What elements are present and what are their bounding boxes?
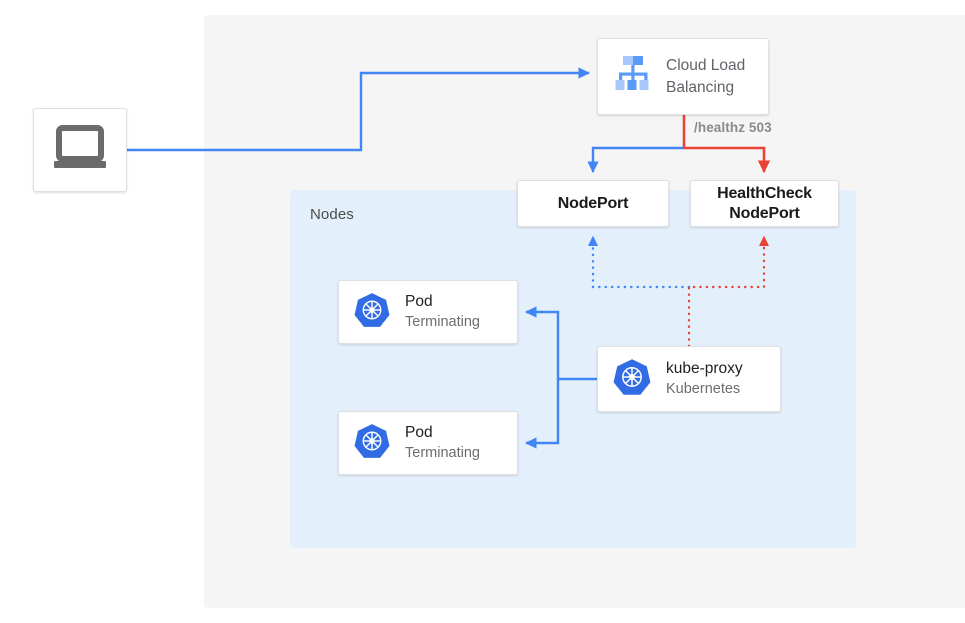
laptop-icon	[52, 124, 108, 176]
nodeport-card[interactable]: NodePort	[517, 180, 669, 227]
healthz-503-label: /healthz 503	[694, 120, 772, 135]
pod-terminating-2-card[interactable]: Pod Terminating	[338, 411, 518, 475]
cloud-load-balancing-label-line2: Balancing	[666, 78, 735, 96]
kube-proxy-title: kube-proxy	[666, 360, 743, 377]
healthcheck-nodeport-label: HealthCheck NodePort	[717, 184, 812, 224]
pod-terminating-1-subtitle: Terminating	[405, 314, 480, 331]
kube-proxy-text: kube-proxy Kubernetes	[666, 359, 743, 399]
pod-terminating-2-subtitle: Terminating	[405, 445, 480, 462]
pod-terminating-1-card[interactable]: Pod Terminating	[338, 280, 518, 344]
nodes-panel-label: Nodes	[310, 206, 354, 223]
pod-terminating-2-text: Pod Terminating	[405, 423, 480, 463]
kube-proxy-subtitle: Kubernetes	[666, 381, 741, 398]
cloud-load-balancing-label-line1: Cloud Load	[666, 56, 746, 74]
healthcheck-nodeport-label-line1: HealthCheck	[717, 184, 812, 202]
kube-proxy-card[interactable]: kube-proxy Kubernetes	[597, 346, 781, 412]
pod-terminating-1-text: Pod Terminating	[405, 292, 480, 332]
client-laptop-card[interactable]	[33, 108, 127, 192]
nodeport-label: NodePort	[557, 194, 629, 212]
pod-terminating-2-title: Pod	[405, 424, 433, 441]
healthcheck-nodeport-card[interactable]: HealthCheck NodePort	[690, 180, 839, 227]
kubernetes-icon	[612, 357, 652, 402]
kubernetes-icon	[353, 291, 391, 334]
pod-terminating-1-title: Pod	[405, 293, 433, 310]
cloud-load-balancing-label: Cloud Load Balancing	[666, 55, 745, 99]
load-balancer-icon	[610, 52, 654, 101]
kubernetes-icon	[353, 422, 391, 465]
cloud-load-balancing-card[interactable]: Cloud Load Balancing	[597, 38, 769, 115]
healthcheck-nodeport-label-line2: NodePort	[729, 204, 800, 222]
